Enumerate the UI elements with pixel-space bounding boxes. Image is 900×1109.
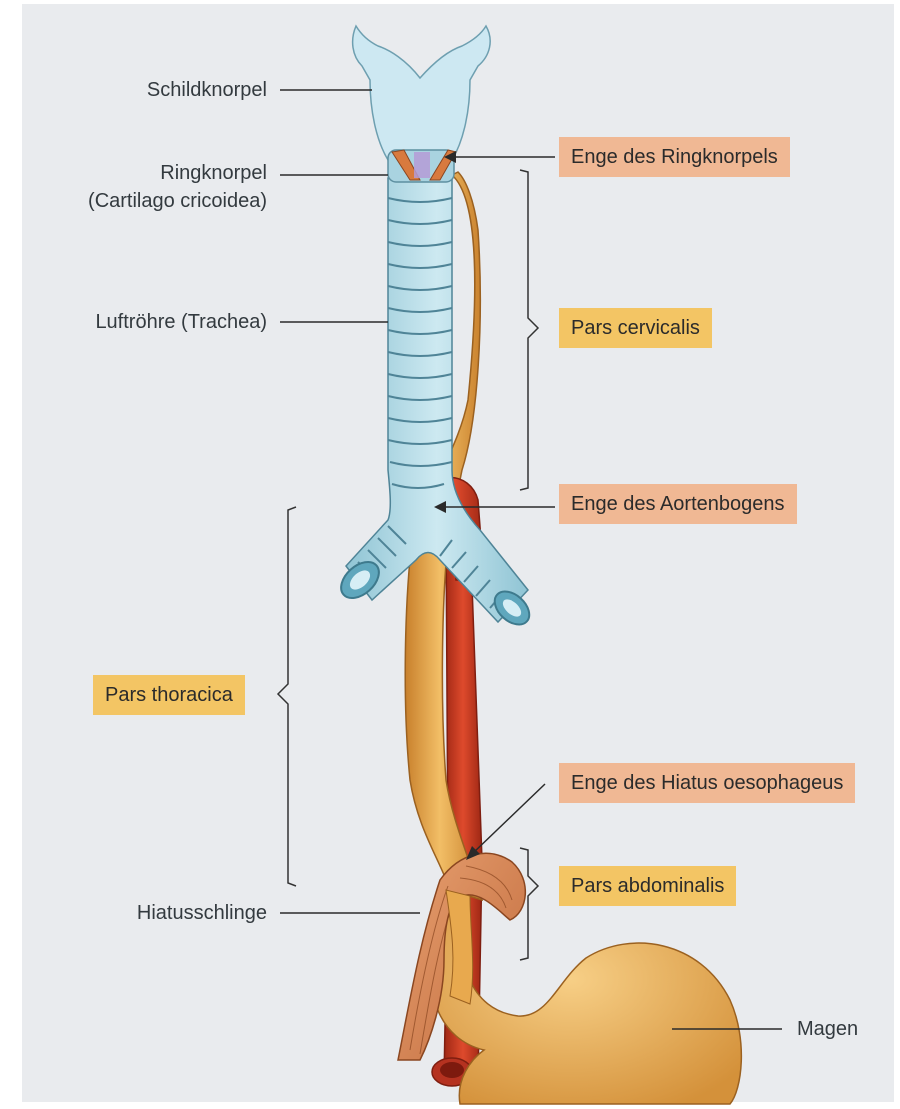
- label-magen: Magen: [797, 1017, 858, 1041]
- box-pars-cervicalis: Pars cervicalis: [559, 308, 712, 348]
- label-ringknorpel: Ringknorpel: [160, 161, 267, 185]
- cricoid-cartilage: [388, 150, 456, 182]
- label-schildknorpel: Schildknorpel: [147, 78, 267, 102]
- box-enge-aortenbogen: Enge des Aortenbogens: [559, 484, 797, 524]
- box-pars-thoracica: Pars thoracica: [93, 675, 245, 715]
- label-hiatusschlinge: Hiatusschlinge: [137, 901, 267, 925]
- box-pars-abdominalis: Pars abdominalis: [559, 866, 736, 906]
- box-enge-ringknorpel: Enge des Ringknorpels: [559, 137, 790, 177]
- box-enge-hiatus: Enge des Hiatus oesophageus: [559, 763, 855, 803]
- label-ringknorpel-latin: (Cartilago cricoidea): [88, 189, 267, 213]
- thyroid-cartilage: [353, 26, 491, 160]
- label-luftroehre: Luftröhre (Trachea): [95, 310, 267, 334]
